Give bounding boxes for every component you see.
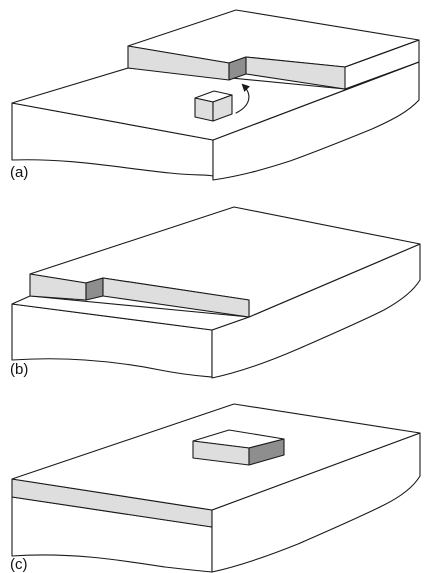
slab-side-face-c <box>211 432 421 573</box>
island-side-c <box>248 438 285 466</box>
slab-side-face-a <box>212 61 420 181</box>
migration-arrow-a <box>235 83 251 114</box>
adatom-front-a <box>194 97 214 122</box>
slab-front-face-a <box>11 102 214 179</box>
panel-label-c: (c) <box>10 556 28 573</box>
panel-b: (b) <box>10 206 421 379</box>
slab-front-face-b <box>11 303 213 378</box>
panel-c: (c) <box>10 403 421 573</box>
slab-side-face-b <box>211 243 421 379</box>
slab-front-face-c <box>11 496 213 573</box>
step-riser-right-a <box>245 56 346 90</box>
upper-edge-a <box>344 39 420 68</box>
adatom-side-a <box>212 94 233 122</box>
panel-label-a: (a) <box>10 164 28 181</box>
step-riser-right-b <box>102 277 250 318</box>
panel-a: (a) <box>10 9 420 181</box>
panel-label-b: (b) <box>10 361 28 378</box>
